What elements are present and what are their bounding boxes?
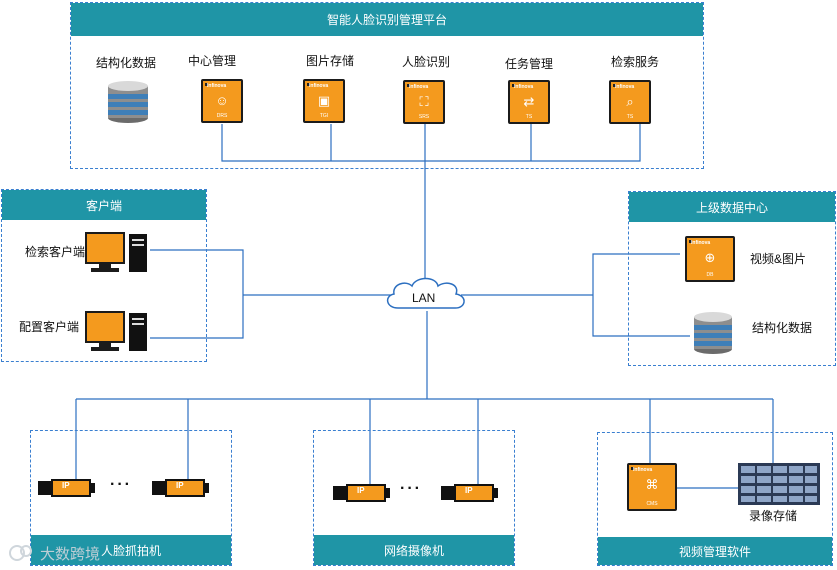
- module-label-task: 任务管理: [505, 57, 554, 71]
- watermark-text: 大数跨境: [40, 546, 101, 563]
- brand-label: Infinova: [514, 84, 534, 90]
- camera-ip-text: IP: [62, 481, 70, 490]
- vms-title: 视频管理软件: [598, 537, 832, 565]
- brand-label: Infinova: [409, 84, 429, 90]
- module-code: TS: [626, 114, 634, 120]
- storage-array-icon: [738, 463, 820, 505]
- platform-title: 智能人脸识别管理平台: [71, 3, 703, 36]
- brand-label: Infinova: [633, 467, 653, 473]
- module-code: DB: [706, 272, 714, 278]
- face-cam-title: 人脸抓拍机: [31, 535, 231, 565]
- image-storage-icon: Infinova ▣ TGI: [303, 79, 345, 123]
- camera-ip-text: IP: [357, 486, 365, 495]
- brand-label: Infinova: [691, 240, 711, 246]
- config-client-label: 配置客户端: [19, 320, 80, 334]
- net-cam-group: [313, 430, 515, 566]
- ellipsis: ···: [110, 476, 132, 493]
- lan-cloud-icon: [386, 277, 465, 309]
- camera-ip-text: IP: [176, 481, 184, 490]
- face-cam-group: [30, 430, 232, 566]
- computer-icon: [85, 311, 147, 351]
- ip-camera-icon: IP: [441, 482, 499, 504]
- module-label-face: 人脸识别: [402, 55, 451, 69]
- database-icon: [108, 81, 148, 123]
- video-image-label: 视频&图片: [750, 252, 807, 266]
- brand-label: Infinova: [309, 83, 329, 89]
- database-icon: [694, 312, 732, 354]
- module-label-search: 检索服务: [611, 55, 660, 69]
- upper-db-label: 结构化数据: [752, 321, 813, 335]
- module-code: TS: [525, 114, 533, 120]
- client-group: [1, 189, 207, 362]
- client-title: 客户端: [2, 190, 206, 220]
- brand-label: Infinova: [615, 84, 635, 90]
- upper-center-title: 上级数据中心: [629, 192, 835, 222]
- module-code: CMS: [646, 501, 658, 507]
- module-label-image: 图片存储: [306, 54, 355, 68]
- lan-label: LAN: [412, 291, 436, 305]
- module-code: DRS: [216, 113, 228, 119]
- module-label-center: 中心管理: [188, 54, 237, 68]
- upper-center-group: [628, 191, 836, 366]
- module-code: TGI: [319, 113, 329, 119]
- task-management-icon: Infinova ⇄ TS: [508, 80, 550, 124]
- storage-label: 录像存储: [749, 509, 798, 523]
- net-cam-title: 网络摄像机: [314, 535, 514, 565]
- platform-db-label: 结构化数据: [96, 56, 157, 70]
- ip-camera-icon: IP: [333, 482, 391, 504]
- center-management-icon: Infinova ☺ DRS: [201, 79, 243, 123]
- brand-label: Infinova: [207, 83, 227, 89]
- ip-camera-icon: IP: [152, 477, 210, 499]
- camera-ip-text: IP: [465, 486, 473, 495]
- search-client-label: 检索客户端: [25, 245, 86, 259]
- ellipsis: ···: [400, 480, 422, 497]
- search-service-icon: Infinova ⌕ TS: [609, 80, 651, 124]
- face-recognition-icon: Infinova ⛶ SRS: [403, 80, 445, 124]
- computer-icon: [85, 232, 147, 272]
- video-db-icon: Infinova ⊕ DB: [685, 236, 735, 282]
- module-code: SRS: [418, 114, 430, 120]
- platform-group: [70, 2, 704, 169]
- ip-camera-icon: IP: [38, 477, 96, 499]
- vms-group: [597, 432, 833, 566]
- cms-server-icon: Infinova ⌘ CMS: [627, 463, 677, 511]
- watermark-logo-icon: [9, 545, 32, 561]
